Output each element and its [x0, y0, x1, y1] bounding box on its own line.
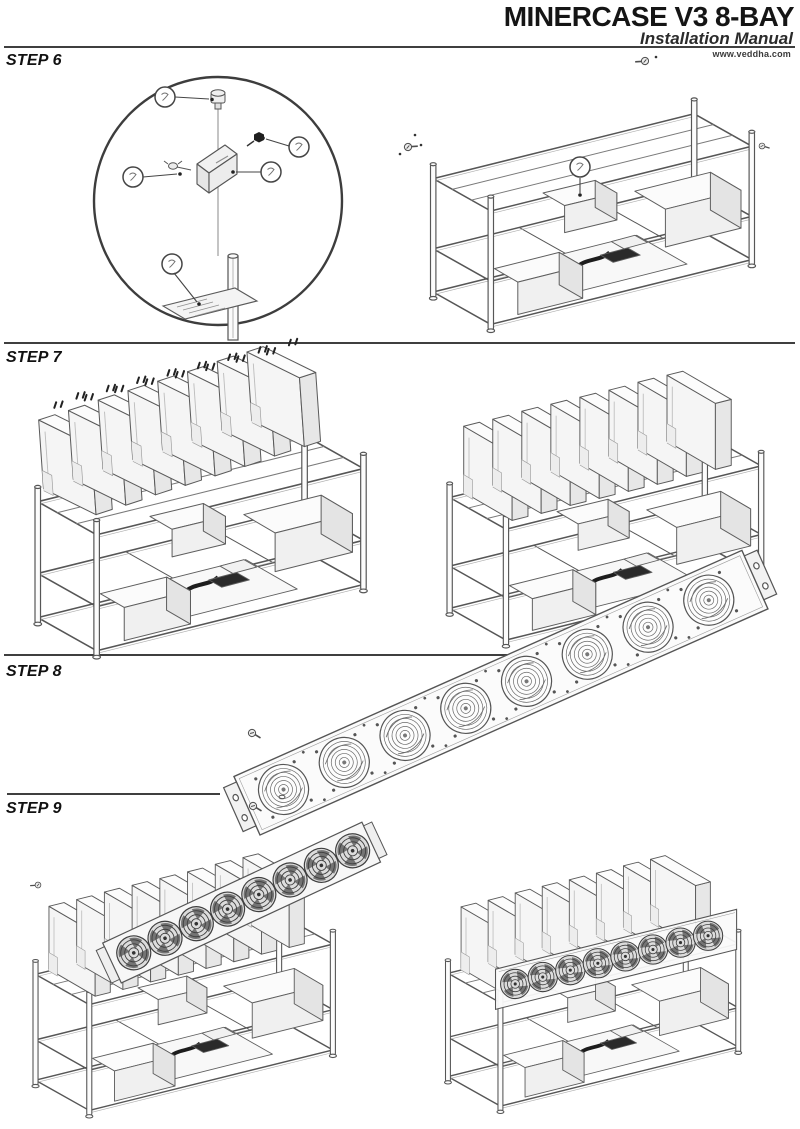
- wing-screw: [163, 160, 192, 171]
- divider-step8: [4, 654, 516, 656]
- loose-screw: [29, 880, 43, 891]
- nut: [246, 132, 264, 147]
- mounting-screws: [246, 727, 286, 813]
- step9-label: STEP 9: [6, 800, 62, 817]
- step9-install-fans-illustration: [29, 821, 388, 1120]
- gpu-row-seated: [464, 371, 732, 520]
- thumbscrew: [210, 89, 226, 110]
- fan-bracket-mounted: [494, 908, 738, 1011]
- fan-bracket-hovering: [95, 821, 388, 984]
- step6-detail-circle-illustration: [92, 75, 344, 341]
- divider-step9: [7, 793, 220, 795]
- loose-screws: [398, 55, 771, 156]
- page-subtitle: Installation Manual: [639, 29, 793, 48]
- step8-fan-bracket-illustration: [222, 549, 778, 836]
- base-plate: [161, 287, 259, 320]
- website-url: www.veddha.com: [712, 49, 791, 59]
- divider-header: [4, 46, 795, 48]
- step9-complete-rig-illustration: [442, 850, 744, 1116]
- step8-label: STEP 8: [6, 663, 62, 680]
- step6-label: STEP 6: [6, 52, 62, 69]
- step7-label: STEP 7: [6, 349, 62, 366]
- step6-frame-illustration: [398, 55, 771, 347]
- bracket-end-tabs: [222, 549, 778, 833]
- plate-screw-holes: [301, 588, 691, 802]
- divider-step7: [4, 342, 795, 344]
- step6-callout: [569, 156, 591, 197]
- callout-balloons: [122, 86, 310, 306]
- angle-bracket: [196, 144, 238, 194]
- page-title: MINERCASE V3 8-BAY: [503, 1, 795, 32]
